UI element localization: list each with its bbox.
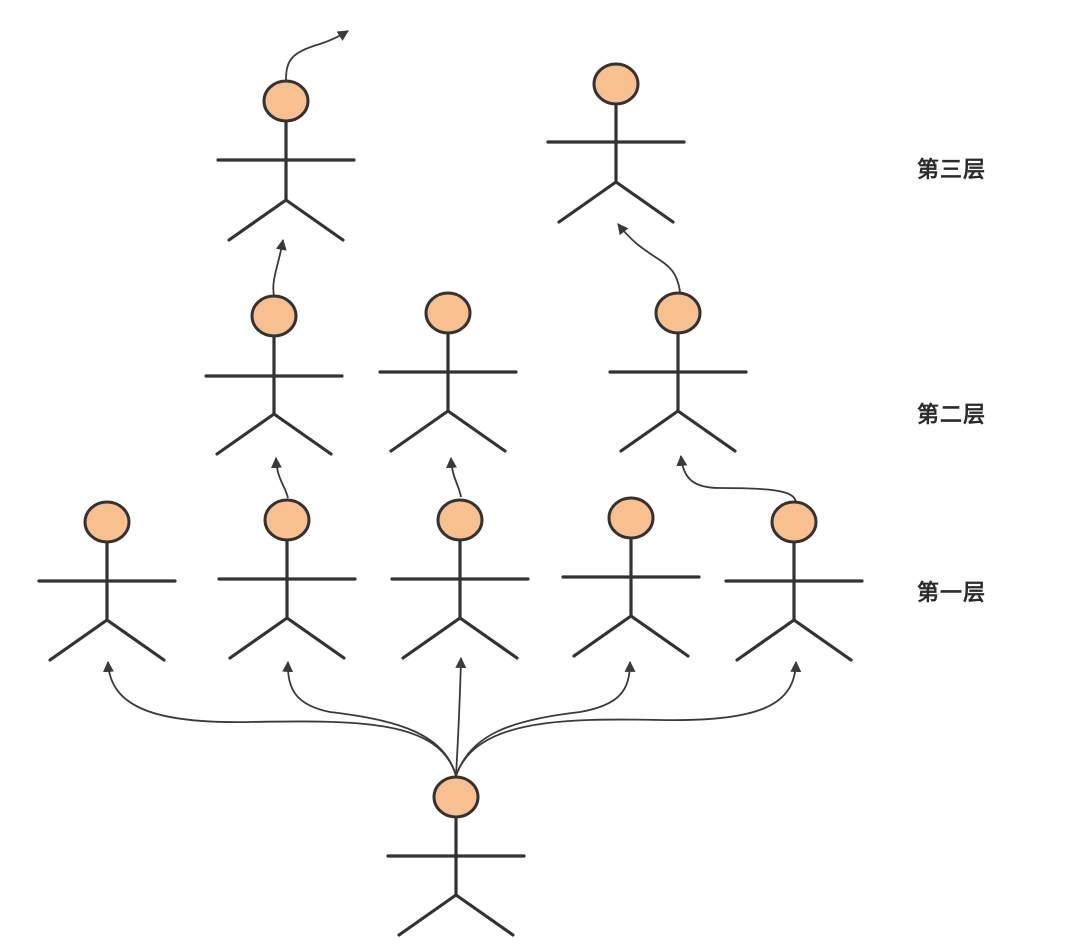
arrow-l2p1-to-l3p1 [272, 238, 287, 297]
stick-figure-icon [378, 291, 518, 453]
stick-figure-icon [386, 775, 526, 937]
stick-figure-icon [217, 498, 357, 660]
stick-figure-icon [561, 496, 701, 658]
layer-2-label: 第二层 [917, 403, 987, 428]
arrow-root-to-l1-p1 [102, 660, 457, 777]
arrow-root-to-l1-p3 [455, 656, 467, 777]
stick-figure-icon [724, 500, 864, 662]
stick-figure-icon [390, 498, 530, 660]
stick-figure-icon [204, 294, 344, 456]
arrow-l3p1-upward [285, 30, 349, 81]
arrow-root-to-l1-p2 [282, 660, 457, 777]
layer-3-label: 第三层 [917, 158, 987, 183]
arrow-l1p2-to-l2p1 [270, 456, 289, 499]
stick-figure-icon [37, 500, 177, 662]
stick-figure-icon [216, 79, 356, 242]
arrow-l1p3-to-l2p2 [446, 456, 462, 498]
arrow-root-to-l1-p5 [455, 660, 802, 777]
layer-1-label: 第一层 [917, 581, 987, 606]
arrow-l1p5-to-l2p3 [676, 454, 797, 503]
referral-arrows [102, 30, 802, 777]
stick-figure-icon [608, 291, 748, 453]
stick-figure-icon [546, 62, 686, 224]
arrow-l2p3-to-l3p2 [617, 223, 681, 293]
arrow-root-to-l1-p4 [455, 660, 636, 777]
